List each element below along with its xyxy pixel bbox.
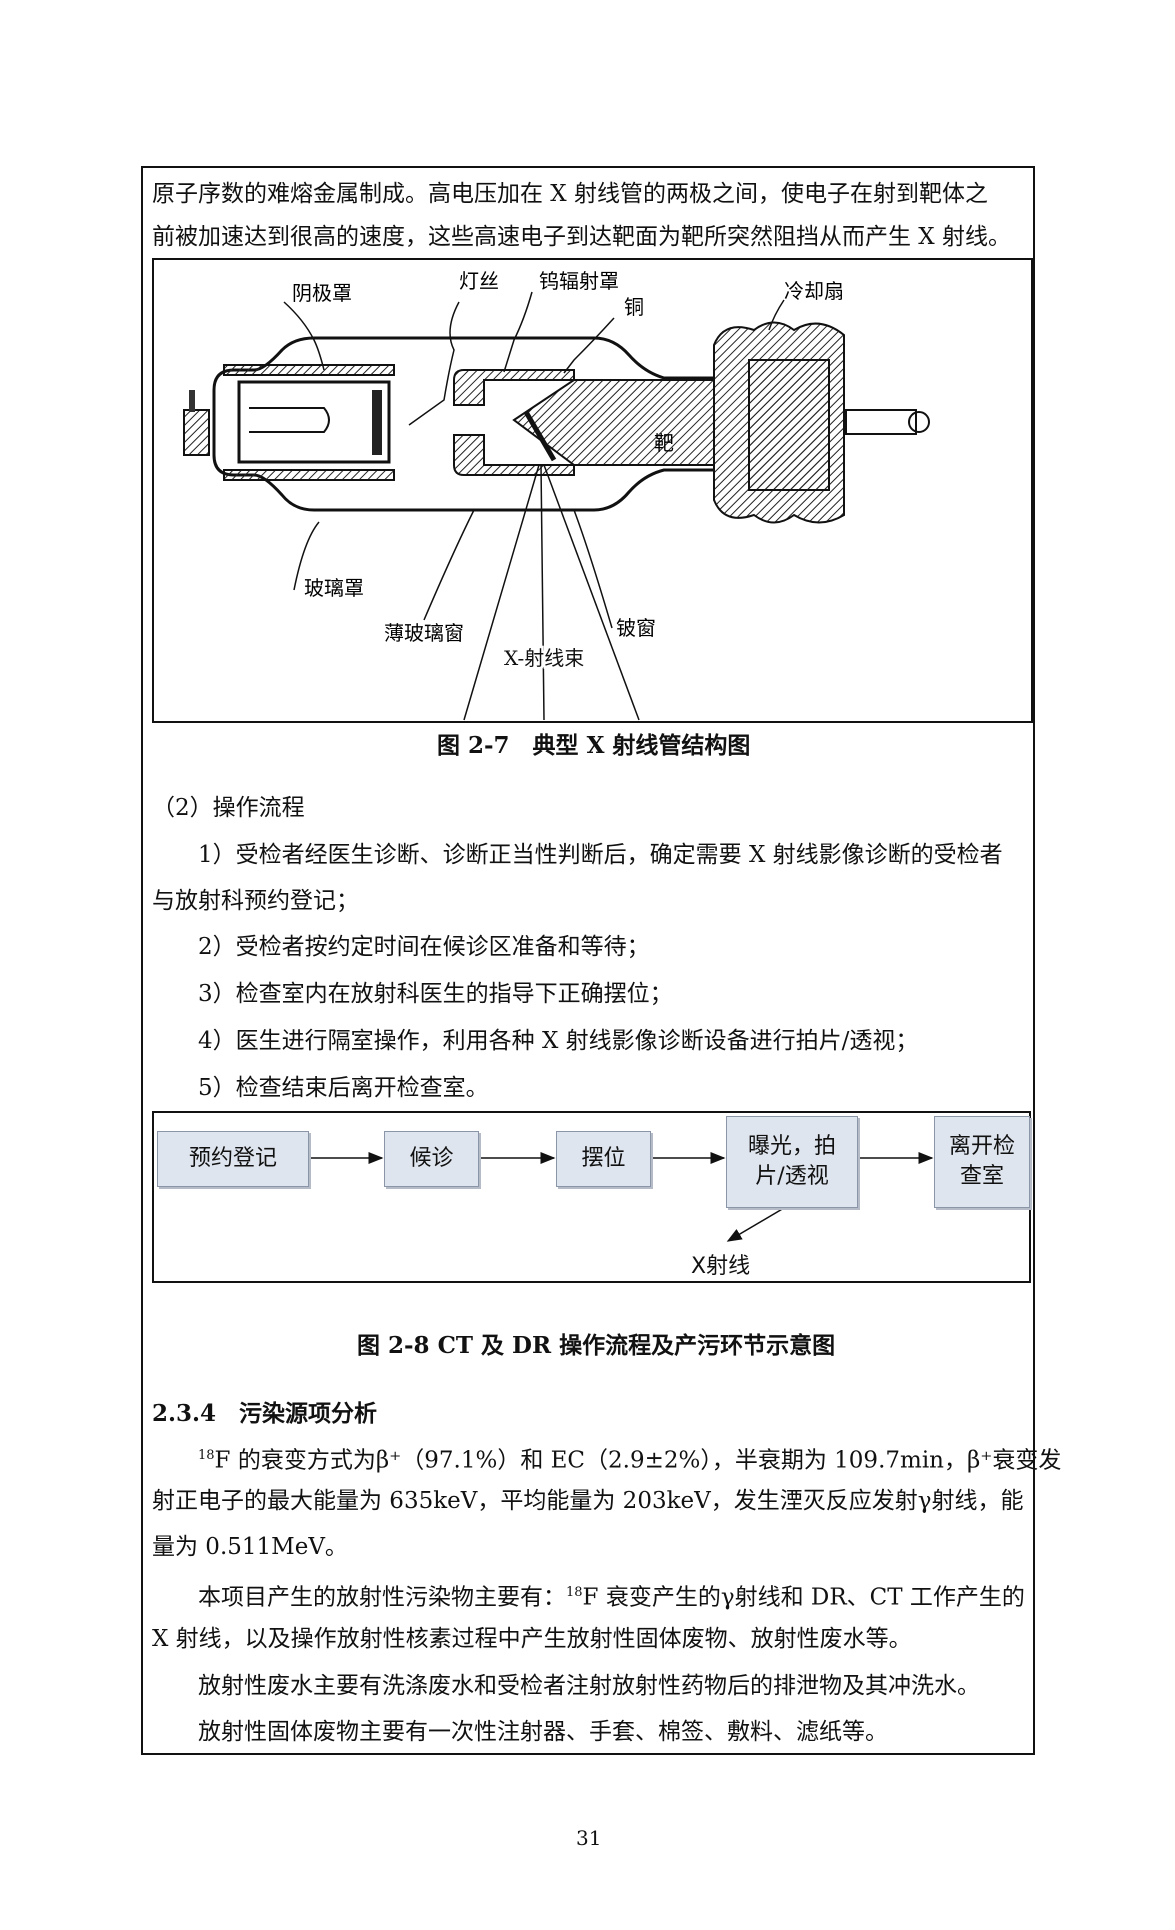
label-tungsten-shield: 钨辐射罩: [539, 269, 619, 293]
label-cathode-cover: 阴极罩: [292, 281, 352, 305]
superscript: 18: [566, 1585, 583, 1600]
label-glass-cover: 玻璃罩: [304, 576, 364, 600]
flow-box-waiting: 候诊: [384, 1131, 479, 1187]
paragraph-line: 放射性固体废物主要有一次性注射器、手套、棉签、敷料、滤纸等。: [198, 1719, 888, 1745]
figure-caption: 图 2-7 典型 X 射线管结构图: [437, 732, 751, 759]
figure-caption: 图 2-8 CT 及 DR 操作流程及产污环节示意图: [357, 1332, 836, 1359]
flow-arrows: [308, 1152, 934, 1242]
paragraph-line: 射正电子的最大能量为 635keV，平均能量为 203keV，发生湮灭反应发射γ…: [152, 1488, 1024, 1514]
page-number: 31: [576, 1826, 602, 1850]
label-copper: 铜: [624, 295, 644, 319]
content-frame: [141, 166, 1035, 1755]
intro-line: 前被加速达到很高的速度，这些高速电子到达靶面为靶所突然阻挡从而产生 X 射线。: [152, 224, 1011, 250]
xray-tube-figure: 阴极罩 灯丝 钨辐射罩 铜 冷却扇 靶 玻璃罩 薄玻璃窗 铍窗 X-射线束: [152, 258, 1033, 723]
label-cooling-fin: 冷却扇: [784, 279, 844, 303]
text: 本项目产生的放射性污染物主要有：: [198, 1584, 566, 1611]
label-target: 靶: [654, 431, 674, 455]
flow-box-registration: 预约登记: [157, 1131, 309, 1187]
paragraph-line: 放射性废水主要有洗涤废水和受检者注射放射性药物后的排泄物及其冲洗水。: [198, 1673, 980, 1699]
flow-box-leave: 离开检查室: [934, 1116, 1030, 1208]
superscript: 18: [198, 1448, 215, 1463]
intro-line: 原子序数的难熔金属制成。高电压加在 X 射线管的两极之间，使电子在射到靶体之: [152, 181, 988, 207]
step-line: 4）医生进行隔室操作，利用各种 X 射线影像诊断设备进行拍片/透视；: [198, 1028, 919, 1054]
section-heading: 2.3.4 污染源项分析: [152, 1400, 378, 1427]
step-line: 5）检查结束后离开检查室。: [198, 1075, 489, 1101]
flow-diagram: 预约登记 候诊 摆位 曝光，拍片/透视 离开检查室 X射线: [152, 1111, 1031, 1283]
label-thin-glass-window: 薄玻璃窗: [384, 621, 464, 645]
label-filament: 灯丝: [459, 269, 499, 293]
text: F 衰变产生的γ射线和 DR、CT 工作产生的: [582, 1584, 1025, 1611]
paragraph-line: 量为 0.511MeV。: [152, 1534, 348, 1560]
step-line: 1）受检者经医生诊断、诊断正当性判断后，确定需要 X 射线影像诊断的受检者: [198, 842, 1003, 868]
paragraph-line: 本项目产生的放射性污染物主要有：18F 衰变产生的γ射线和 DR、CT 工作产生…: [198, 1578, 1025, 1613]
xray-tube-diagram: 阴极罩 灯丝 钨辐射罩 铜 冷却扇 靶 玻璃罩 薄玻璃窗 铍窗 X-射线束: [183, 269, 930, 721]
label-beryllium-window: 铍窗: [616, 616, 656, 640]
paragraph-line: 18F 的衰变方式为β⁺（97.1%）和 EC（2.9±2%），半衰期为 109…: [198, 1441, 1061, 1476]
label-xray-beam: X-射线束: [504, 646, 584, 670]
step-line: 2）受检者按约定时间在候诊区准备和等待；: [198, 934, 650, 960]
flow-box-exposure: 曝光，拍片/透视: [726, 1116, 858, 1208]
step-line: 3）检查室内在放射科医生的指导下正确摆位；: [198, 981, 673, 1007]
step-line: 与放射科预约登记；: [152, 888, 359, 914]
xray-output-label: X射线: [691, 1254, 751, 1279]
section-heading: （2）操作流程: [152, 795, 305, 821]
flow-box-positioning: 摆位: [556, 1131, 651, 1187]
paragraph-line: X 射线，以及操作放射性核素过程中产生放射性固体废物、放射性废水等。: [152, 1626, 912, 1652]
text: F 的衰变方式为β⁺（97.1%）和 EC（2.9±2%），半衰期为 109.7…: [214, 1447, 1062, 1474]
